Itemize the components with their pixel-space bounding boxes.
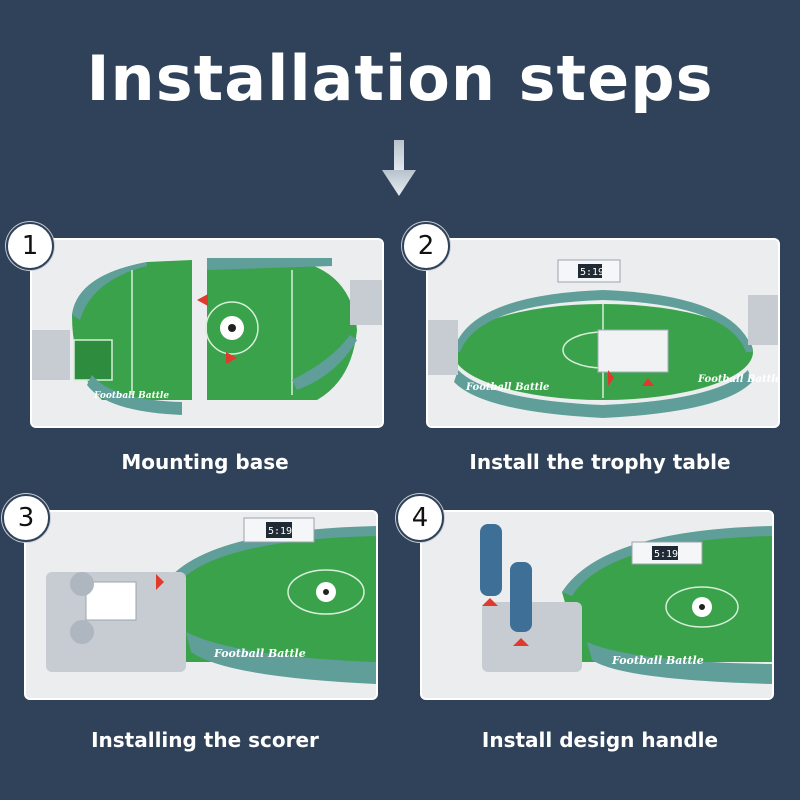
step-3-image: Football Battle 5:19: [24, 510, 378, 700]
brand-label-right: Football Battle: [697, 374, 778, 385]
brand-label: Football Battle: [611, 654, 704, 667]
brand-label: Football Battle: [93, 391, 169, 401]
down-arrow-icon: [382, 140, 416, 196]
step-2-image: Football Battle Football Battle 5:19: [426, 238, 780, 428]
step-number-1: 1: [6, 222, 54, 270]
step-number-4: 4: [396, 494, 444, 542]
step-number-2: 2: [402, 222, 450, 270]
scoreboard-readout: 5:19: [654, 549, 678, 560]
step-number-3: 3: [2, 494, 50, 542]
page-title: Installation steps: [86, 42, 714, 115]
brand-label-left: Football Battle: [465, 382, 549, 393]
step-4-image: Football Battle 5:19: [420, 510, 774, 700]
brand-label: Football Battle: [213, 647, 306, 660]
step-1-caption: Mounting base: [121, 450, 289, 474]
step-2-caption: Install the trophy table: [469, 450, 731, 474]
scoreboard-readout: 5:19: [580, 267, 604, 278]
step-3-caption: Installing the scorer: [91, 728, 319, 752]
scoreboard-readout: 5:19: [268, 526, 292, 537]
step-1-image: Football Battle: [30, 238, 384, 428]
step-4-caption: Install design handle: [481, 728, 719, 752]
